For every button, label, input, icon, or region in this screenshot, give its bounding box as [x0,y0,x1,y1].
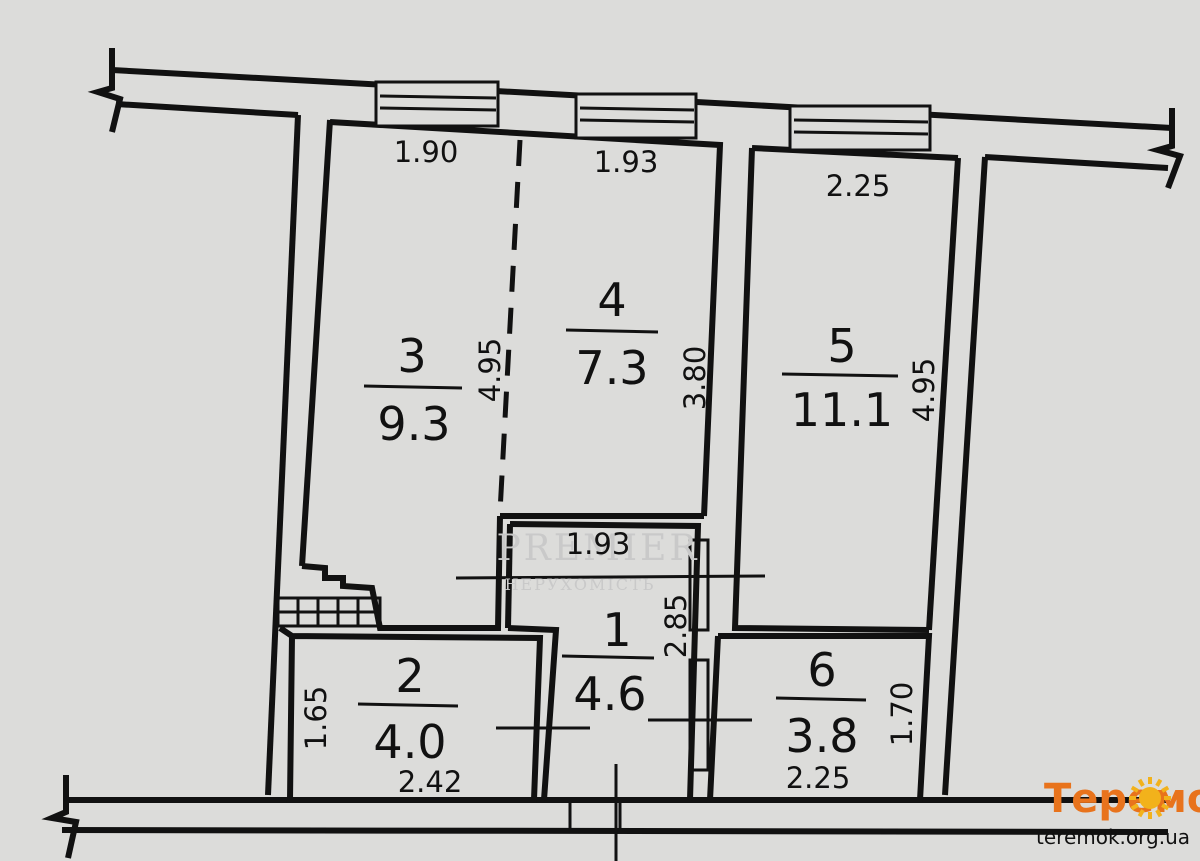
top-wall-right-inner [984,154,1169,171]
sun-rays [1129,777,1171,819]
window-room5 [788,104,932,152]
fraction-bars [357,328,899,708]
sun-ray [1161,803,1170,811]
room4-number: 4 [597,273,626,327]
walls [41,48,1184,859]
room5-outline [731,147,930,633]
window-room3-line [379,106,497,112]
room6-number: 6 [807,643,836,697]
room6-length-dim: 1.70 [885,682,919,747]
top-wall-left-inner [115,101,299,118]
break-symbol-top-left [87,48,124,133]
break-symbol-top-right [1146,108,1184,190]
room2-fraction-bar [357,702,459,708]
room5-area: 11.1 [791,383,893,437]
room2-length-dim: 1.65 [299,686,333,751]
brand-logo-text: Теремок [1044,776,1200,822]
room1-width-dim: 1.93 [566,527,631,561]
room2-width-dim: 2.42 [398,765,463,799]
room2-area: 4.0 [373,715,446,769]
room6-outline [706,633,933,803]
room5-number: 5 [827,319,856,373]
window-room5-line [793,130,929,136]
room3-fraction-bar [363,384,463,390]
room1-fraction-bar [561,654,655,660]
room1-right-wall [509,521,702,801]
door-jamb-room5 [688,538,710,632]
room4-fraction-bar [565,328,659,334]
window-room4 [574,92,698,140]
room6-width-dim: 2.25 [786,761,851,795]
room2-number: 2 [395,649,424,703]
brand-logo: Теремок [1044,776,1200,822]
sun-ray [1161,785,1170,793]
room4-width-dim: 1.93 [594,145,659,179]
room1-area: 4.6 [573,667,646,721]
room6-fraction-bar [775,696,867,702]
left-wall [265,114,301,796]
door-jamb-room6 [688,658,710,772]
room3-corner [301,515,503,631]
room3-width-dim: 1.90 [394,135,459,169]
room5-length-dim: 4.95 [907,358,941,423]
window-room3-line [379,94,497,100]
room1-left-upper-wall [505,523,513,629]
sun-ray [1155,809,1163,818]
break-symbol-bottom [41,775,80,859]
room5-right-wall [926,157,961,631]
door-room3-room5 [455,574,766,580]
room3-area: 9.3 [377,397,450,451]
room1-lower-left-wall [507,625,560,801]
room4-area: 7.3 [575,341,648,395]
room3-length-dim: 4.95 [473,338,507,403]
room4-length-dim: 3.80 [678,346,712,411]
sun-ray [1130,785,1139,793]
room6-area: 3.8 [785,709,858,763]
room1-number: 1 [602,603,631,657]
room2-outline [278,625,544,803]
window-room5-line [793,118,929,124]
ventilation-shaft [276,596,382,628]
right-wall [942,156,988,796]
room34-outline [329,119,724,517]
watermark-subtitle: НЕРУХОМІСТЬ [505,575,656,594]
room3-number: 3 [397,329,426,383]
watermark-title: PREMIER [496,528,699,569]
window-room4-line [579,106,695,112]
room5-fraction-bar [781,372,899,378]
sun-ray [1155,778,1163,787]
room5-top-wall [751,145,959,161]
entrance-opening [568,798,622,832]
doors [455,538,766,861]
window-room4-line [579,118,695,124]
brand-url: teremok.org.ua [1036,825,1190,849]
sun-ray [1137,778,1145,787]
sun-core [1139,787,1161,809]
sun-ray [1137,809,1145,818]
windows [374,80,932,152]
sun-ray [1130,803,1139,811]
sun-icon [1129,777,1171,819]
room3-left-wall [299,119,333,567]
room1-length-dim: 2.85 [659,594,693,659]
window-room3 [374,80,500,128]
partition-dashed-line [497,139,523,513]
room5-width-dim: 2.25 [826,169,891,203]
